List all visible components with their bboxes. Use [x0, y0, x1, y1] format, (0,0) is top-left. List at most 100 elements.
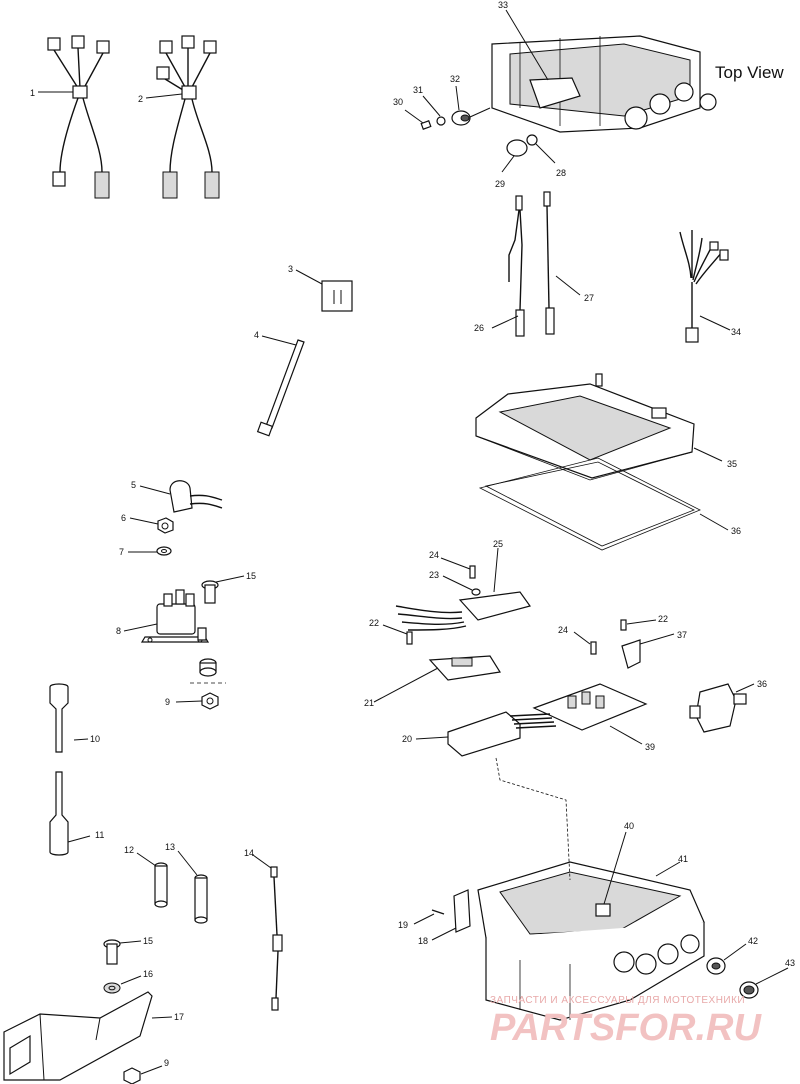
- nut-9-lower: [123, 1065, 163, 1084]
- callout-36b: 36: [757, 679, 767, 689]
- screw-24b: [573, 631, 597, 655]
- callout-28: 28: [556, 168, 566, 178]
- control-box-base-41: [477, 861, 705, 1021]
- plug-42: [706, 943, 747, 975]
- callout-11: 11: [95, 830, 104, 840]
- callouts: 1 2 3 4 5 6 7 8 9 10 11 12 13 14 15 15 1…: [30, 0, 795, 1068]
- pin-19: [413, 909, 445, 925]
- watermark-tagline: ЗАПЧАСТИ И АКСЕССУАРЫ ДЛЯ МОТОТЕХНИКИ: [490, 995, 745, 1006]
- washer-7: [128, 546, 172, 556]
- washer-23: [442, 575, 481, 596]
- fuse-13: [177, 850, 208, 924]
- callout-27: 27: [584, 293, 594, 303]
- circuit-module-25: [395, 547, 531, 631]
- watermark: ЗАПЧАСТИ И АКСЕССУАРЫ ДЛЯ МОТОТЕХНИКИ PA…: [490, 995, 762, 1049]
- callout-18: 18: [418, 936, 428, 946]
- callout-22a: 22: [369, 618, 379, 628]
- label-part-3: [295, 269, 353, 312]
- callout-13: 13: [165, 842, 175, 852]
- callout-39: 39: [645, 742, 655, 752]
- callout-14: 14: [244, 848, 254, 858]
- callout-25: 25: [493, 539, 503, 549]
- callout-5: 5: [131, 480, 136, 490]
- callout-20: 20: [402, 734, 412, 744]
- callout-3: 3: [288, 264, 293, 274]
- callout-9b: 9: [164, 1058, 169, 1068]
- grommet-32: [451, 85, 491, 126]
- screw-24a: [440, 557, 476, 579]
- callout-40: 40: [624, 821, 634, 831]
- washer-31: [422, 95, 446, 126]
- watermark-brand: PARTSFOR.RU: [490, 1007, 762, 1049]
- grommet-28: [526, 134, 556, 164]
- callout-24b: 24: [558, 625, 568, 635]
- battery-cable-11: [49, 771, 91, 856]
- top-view-label: Top View: [715, 63, 784, 82]
- latch-18: [431, 889, 471, 941]
- gasket-36: [478, 457, 729, 551]
- relay-block: [689, 683, 755, 733]
- starter-solenoid: [123, 589, 210, 643]
- clip-37: [621, 633, 675, 669]
- spacer: [190, 658, 226, 684]
- nut-9-upper: [175, 692, 219, 710]
- callout-23: 23: [429, 570, 439, 580]
- callout-36a: 36: [731, 526, 741, 536]
- cap-29: [501, 139, 528, 173]
- callout-43: 43: [785, 958, 795, 968]
- callout-16: 16: [143, 969, 153, 979]
- callout-12: 12: [124, 845, 134, 855]
- cable-27: [543, 191, 581, 335]
- ground-wire-14: [252, 854, 283, 1011]
- callout-6: 6: [121, 513, 126, 523]
- washer-16: [103, 975, 142, 994]
- callout-29: 29: [495, 179, 505, 189]
- callout-10: 10: [90, 734, 100, 744]
- callout-17: 17: [174, 1012, 184, 1022]
- callout-34: 34: [731, 327, 741, 337]
- callout-30: 30: [393, 97, 403, 107]
- callout-33: 33: [498, 0, 508, 10]
- wire-harness-1: [38, 35, 110, 199]
- cable-26: [491, 195, 525, 337]
- bolt-15-upper: [201, 575, 245, 604]
- fuse-12: [136, 852, 168, 908]
- screw-22a: [382, 624, 413, 645]
- cover-lid-35: [475, 373, 723, 481]
- bolt-15-lower: [103, 939, 142, 965]
- callout-2: 2: [138, 94, 143, 104]
- callout-26: 26: [474, 323, 484, 333]
- mounting-bracket-17: [3, 991, 173, 1081]
- callout-4: 4: [254, 330, 259, 340]
- callout-32: 32: [450, 74, 460, 84]
- wire-harness-2: [145, 35, 220, 199]
- callout-35: 35: [727, 459, 737, 469]
- callout-37: 37: [677, 630, 687, 640]
- nut-6: [129, 517, 174, 534]
- callout-9a: 9: [165, 697, 170, 707]
- callout-42: 42: [748, 936, 758, 946]
- callout-1: 1: [30, 88, 35, 98]
- screw-22b: [620, 619, 657, 631]
- electronic-module-20: [415, 711, 557, 757]
- callout-22b: 22: [658, 614, 668, 624]
- callout-41: 41: [678, 854, 688, 864]
- callout-15b: 15: [143, 936, 153, 946]
- plug-43: [739, 967, 789, 999]
- callout-19: 19: [398, 920, 408, 930]
- battery-cable-10: [49, 683, 89, 753]
- callout-21: 21: [364, 698, 374, 708]
- leader-line: [495, 757, 571, 881]
- cable-tie: [256, 335, 305, 437]
- callout-15a: 15: [246, 571, 256, 581]
- circuit-board-39: [532, 683, 648, 745]
- callout-31: 31: [413, 85, 423, 95]
- callout-24a: 24: [429, 550, 439, 560]
- wire-harness-34: [679, 230, 731, 343]
- terminal-boot: [139, 480, 223, 513]
- callout-7: 7: [119, 547, 124, 557]
- screw-30: [404, 109, 432, 130]
- callout-8: 8: [116, 626, 121, 636]
- control-box-top-view-33: [491, 9, 717, 133]
